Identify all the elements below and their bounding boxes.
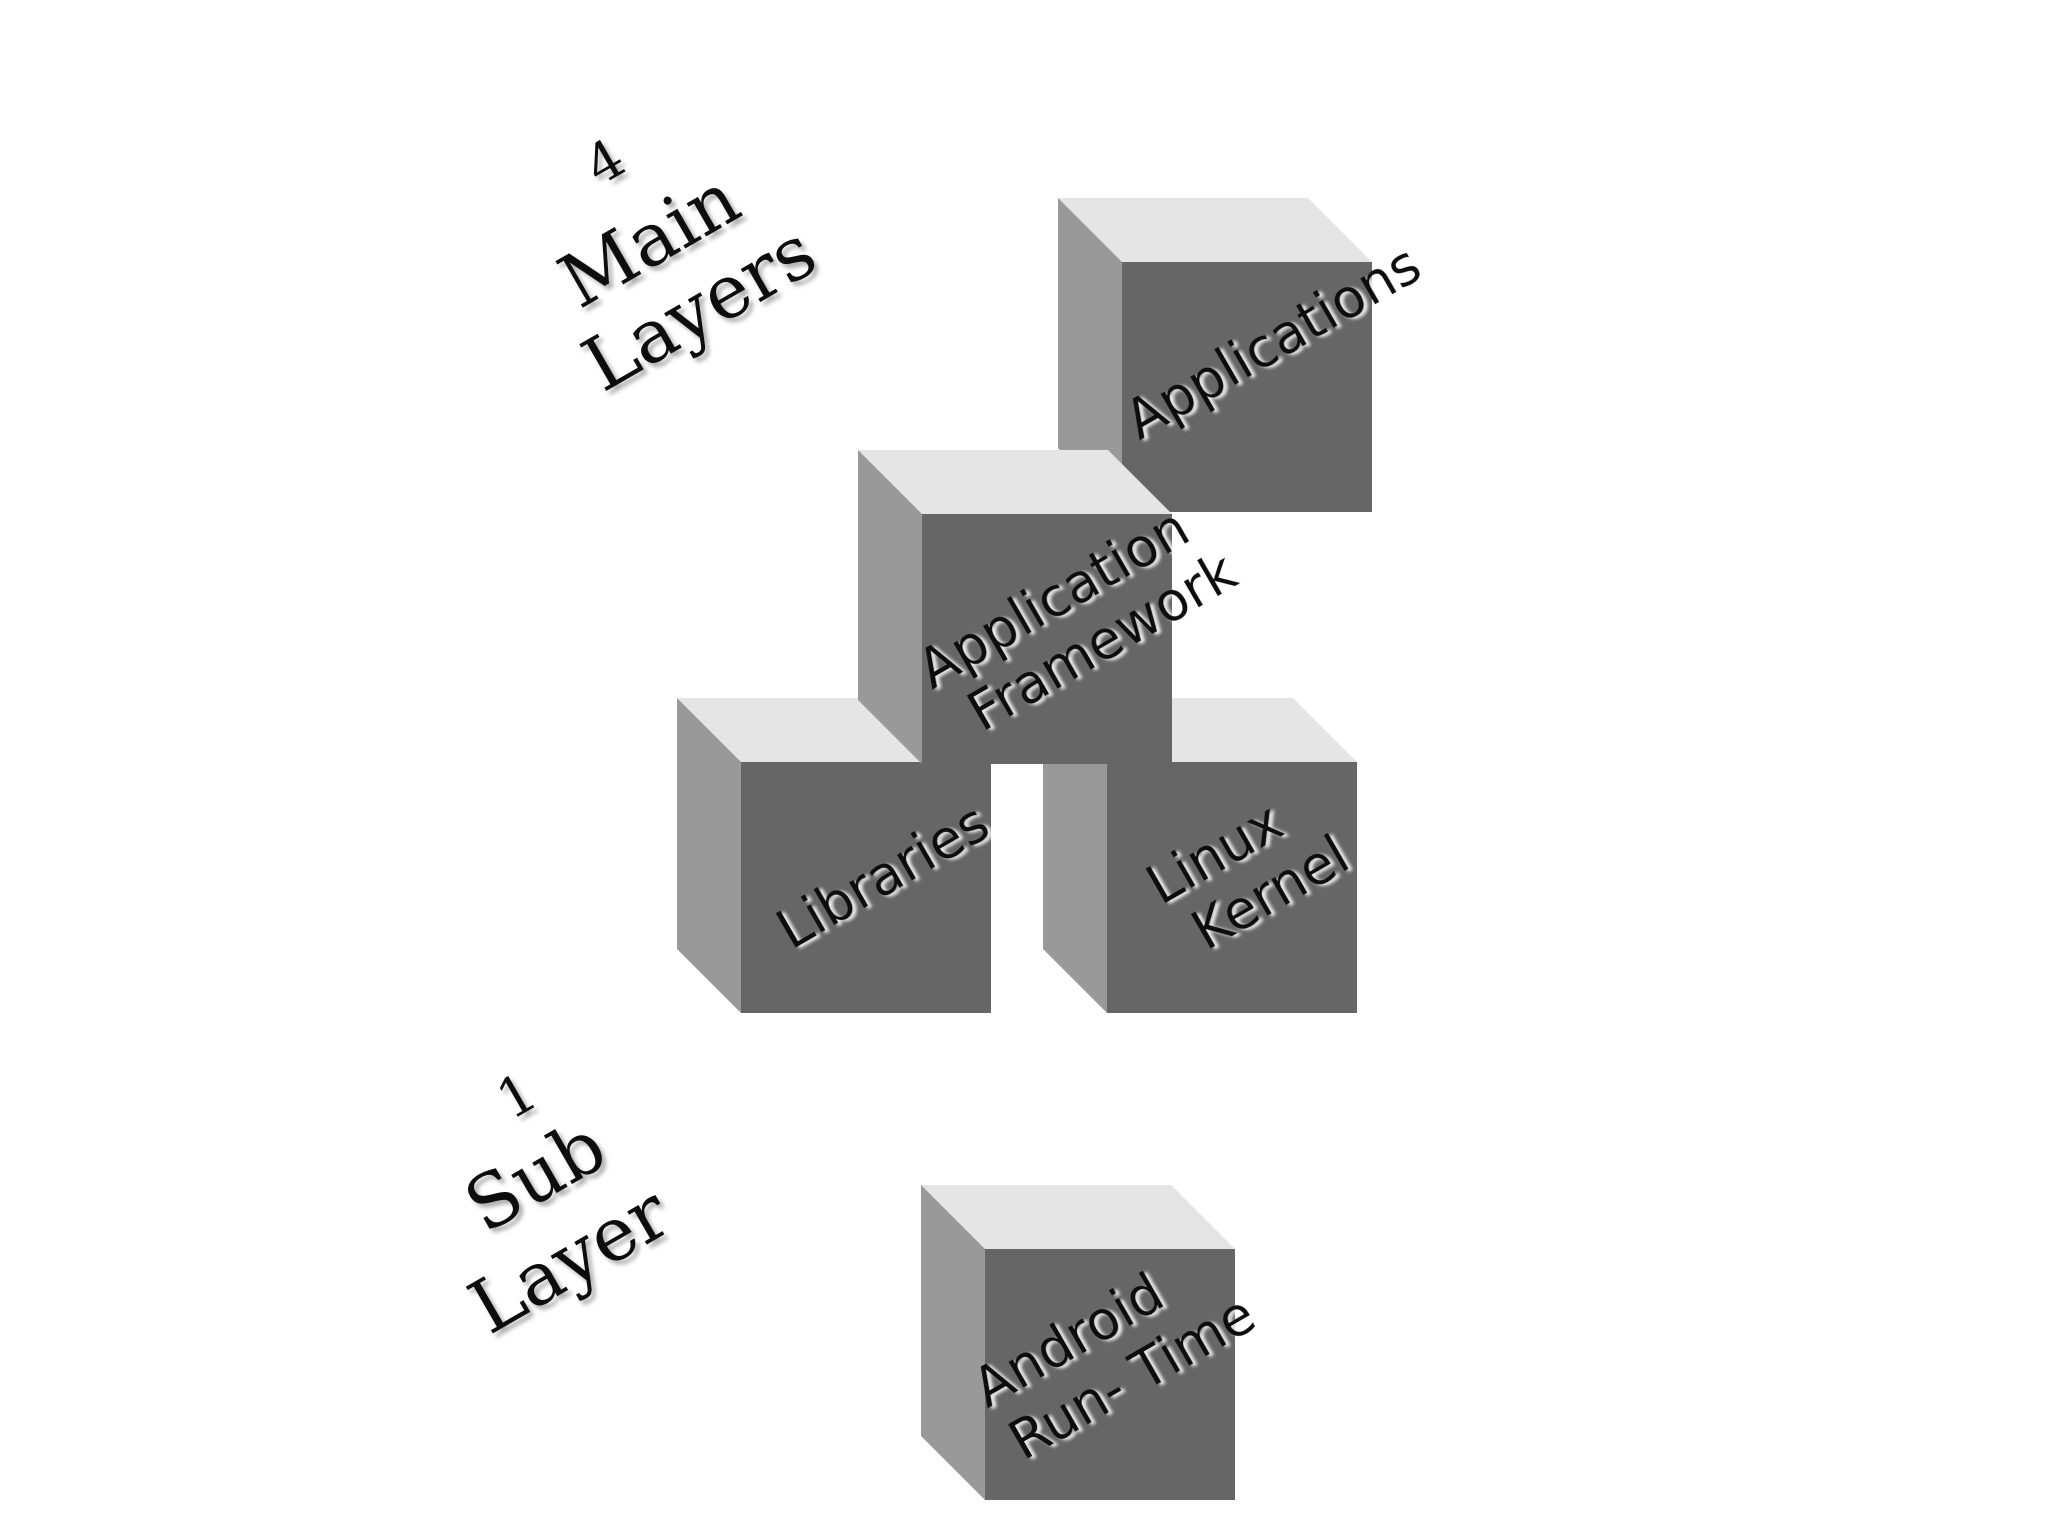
- svg-text:1: 1: [486, 1060, 547, 1132]
- cube-runtime: Android Run- Time: [921, 1185, 1266, 1500]
- sub-layer-caption: 1 Sub Layer: [451, 1060, 684, 1351]
- main-layers-caption: 4 Main Layers: [545, 126, 830, 409]
- svg-text:4: 4: [574, 126, 635, 198]
- sub-layer-count: 1: [486, 1060, 547, 1132]
- main-layers-count: 4: [574, 126, 635, 198]
